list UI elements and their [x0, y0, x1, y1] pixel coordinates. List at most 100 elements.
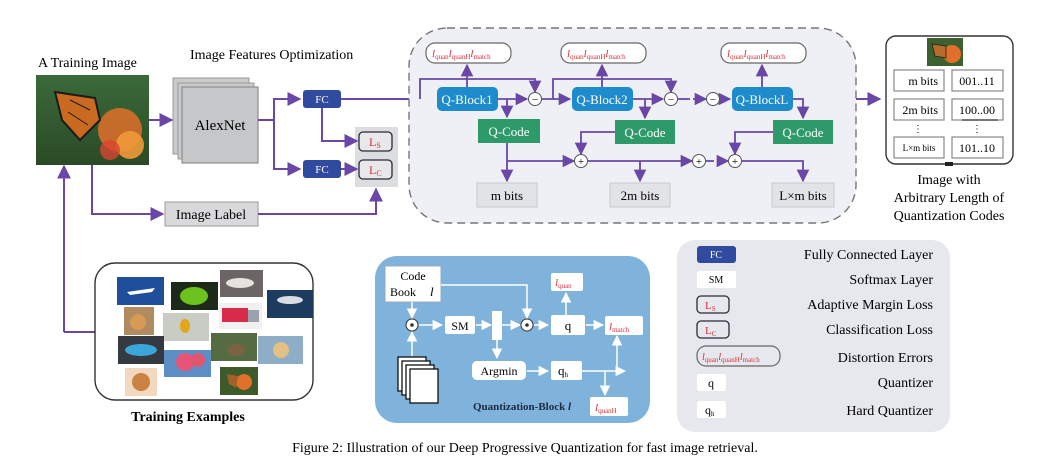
svg-text:lquanlquanHlmatch: lquanlquanHlmatch [702, 352, 760, 364]
svg-text:Code: Code [400, 269, 425, 283]
svg-text:Q-Block1: Q-Block1 [441, 92, 492, 107]
legend-item-distortion: lquanlquanHlmatch Distortion Errors [696, 345, 933, 367]
svg-text:AlexNet: AlexNet [195, 118, 247, 134]
svg-text:Q-Code: Q-Code [782, 125, 823, 140]
l-match-box: lmatch [605, 316, 643, 335]
fc-layer-2: FC [303, 160, 341, 178]
svg-text:Q-Code: Q-Code [488, 124, 529, 139]
codebook-box: Code Book l [384, 265, 442, 303]
svg-text:001..11: 001..11 [959, 74, 995, 88]
argmin-box: Argmin [472, 361, 526, 380]
loss-lc: LC [358, 159, 393, 180]
loss-ls: LS [358, 131, 393, 152]
bits-box-2m: 2m bits [609, 182, 671, 208]
q-block-1: Q-Block1 [437, 87, 498, 111]
svg-text:100..00: 100..00 [959, 103, 995, 117]
svg-text:lquan: lquan [555, 277, 572, 290]
q-block-l: Q-BlockL [732, 87, 793, 111]
legend-panel: FC Fully Connected Layer SM Softmax Laye… [677, 240, 950, 432]
add-node-1: + [574, 154, 588, 168]
hard-quantizer-qh-box: qh [551, 361, 582, 380]
svg-text:Adaptive Margin Loss: Adaptive Margin Loss [807, 298, 933, 313]
output-codes-panel: m bits 001..11 2m bits 100..00 ⋮ ⋮ L×m b… [885, 35, 1014, 166]
thumb-truck [219, 303, 262, 329]
legend-item-lc: LC Classification Loss [696, 320, 933, 339]
thumb-airplane [117, 277, 164, 305]
svg-text:+: + [578, 156, 584, 168]
distortion-errors-l: lquanlquanHlmatch [720, 42, 807, 64]
l-quan-box: lquan [551, 273, 583, 291]
svg-text:101..10: 101..10 [959, 141, 995, 155]
svg-text:Quantizer: Quantizer [878, 376, 934, 391]
svg-text:LC: LC [705, 325, 717, 338]
qblock-flow-arrows [406, 284, 627, 397]
svg-text:+: + [732, 156, 738, 168]
thumb-horse [220, 270, 263, 297]
output-thumbnail [927, 38, 963, 66]
svg-text:L×m bits: L×m bits [903, 143, 936, 153]
output-caption-line1: Image with [917, 173, 980, 188]
q-block-2: Q-Block2 [572, 87, 633, 111]
svg-text:SM: SM [709, 275, 724, 286]
svg-text:lquanlquanHlmatch: lquanlquanHlmatch [727, 48, 786, 61]
quantization-block-title: Quantization-Block l [473, 401, 572, 413]
thumb-dog-golden [258, 336, 303, 364]
svg-text:lquanlquanHlmatch: lquanlquanHlmatch [567, 48, 626, 61]
thumb-car [118, 336, 164, 364]
svg-text:Classification Loss: Classification Loss [826, 323, 933, 338]
svg-text:lquanlquanHlmatch: lquanlquanHlmatch [432, 48, 491, 61]
legend-item-qh: qh Hard Quantizer [697, 401, 933, 419]
svg-text:Hard Quantizer: Hard Quantizer [846, 404, 933, 419]
distortion-errors-2: lquanlquanHlmatch [560, 42, 647, 64]
arrow-label-to-lc [258, 187, 383, 215]
svg-text:qh: qh [705, 403, 715, 418]
training-examples-panel [94, 262, 314, 401]
output-caption-line3: Quantization Codes [894, 209, 1005, 224]
subtract-node-l: − [706, 92, 720, 106]
figure-caption: Figure 2: Illustration of our Deep Progr… [292, 441, 758, 456]
svg-text:FC: FC [315, 94, 328, 106]
feature-stack-icon [397, 356, 439, 404]
sm-box: SM [445, 316, 475, 334]
thumb-ship [267, 290, 313, 318]
training-image-title: A Training Image [38, 56, 137, 71]
arrow-image-to-label [91, 165, 165, 221]
svg-text:LC: LC [369, 163, 382, 178]
quantizer-q-box: q [551, 315, 585, 335]
training-image [36, 75, 149, 165]
svg-text:2m bits: 2m bits [621, 188, 660, 203]
svg-text:2m bits: 2m bits [902, 103, 938, 117]
svg-text:FC: FC [315, 164, 328, 176]
fc-layer-1: FC [303, 90, 341, 108]
add-node-l: + [728, 154, 742, 168]
l-quanh-box: lquanH [590, 397, 628, 416]
thumb-cat [124, 307, 154, 335]
svg-text:Image Label: Image Label [176, 208, 246, 223]
legend-item-fc: FC Fully Connected Layer [697, 246, 933, 263]
distortion-errors-1: lquanlquanHlmatch [425, 42, 512, 64]
output-caption-line2: Arbitrary Length of [894, 191, 1005, 206]
image-label-box: Image Label [164, 201, 259, 227]
features-optimization-title: Image Features Optimization [190, 48, 353, 63]
q-code-l: Q-Code [773, 120, 833, 144]
svg-text:SM: SM [451, 319, 469, 333]
quantization-block-panel: Code Book l [375, 256, 650, 423]
thumb-puppy [125, 368, 157, 396]
svg-text:⋮: ⋮ [972, 124, 982, 135]
svg-text:Distortion Errors: Distortion Errors [838, 351, 933, 366]
q-code-2: Q-Code [615, 120, 675, 144]
alexnet-block: AlexNet [172, 77, 259, 164]
svg-text:qh: qh [558, 363, 569, 379]
svg-text:FC: FC [710, 250, 723, 261]
legend-item-q: q Quantizer [697, 374, 933, 391]
svg-text:⋮: ⋮ [913, 124, 923, 135]
subtract-node-2: − [664, 92, 678, 106]
bits-box-lm: L×m bits [771, 182, 835, 208]
legend-item-sm: SM Softmax Layer [697, 271, 933, 288]
thumb-frog [171, 282, 218, 310]
add-node-2: + [692, 154, 706, 168]
svg-text:+: + [696, 156, 702, 168]
softmax-output-bar [492, 311, 502, 340]
thumb-deer [211, 333, 257, 361]
